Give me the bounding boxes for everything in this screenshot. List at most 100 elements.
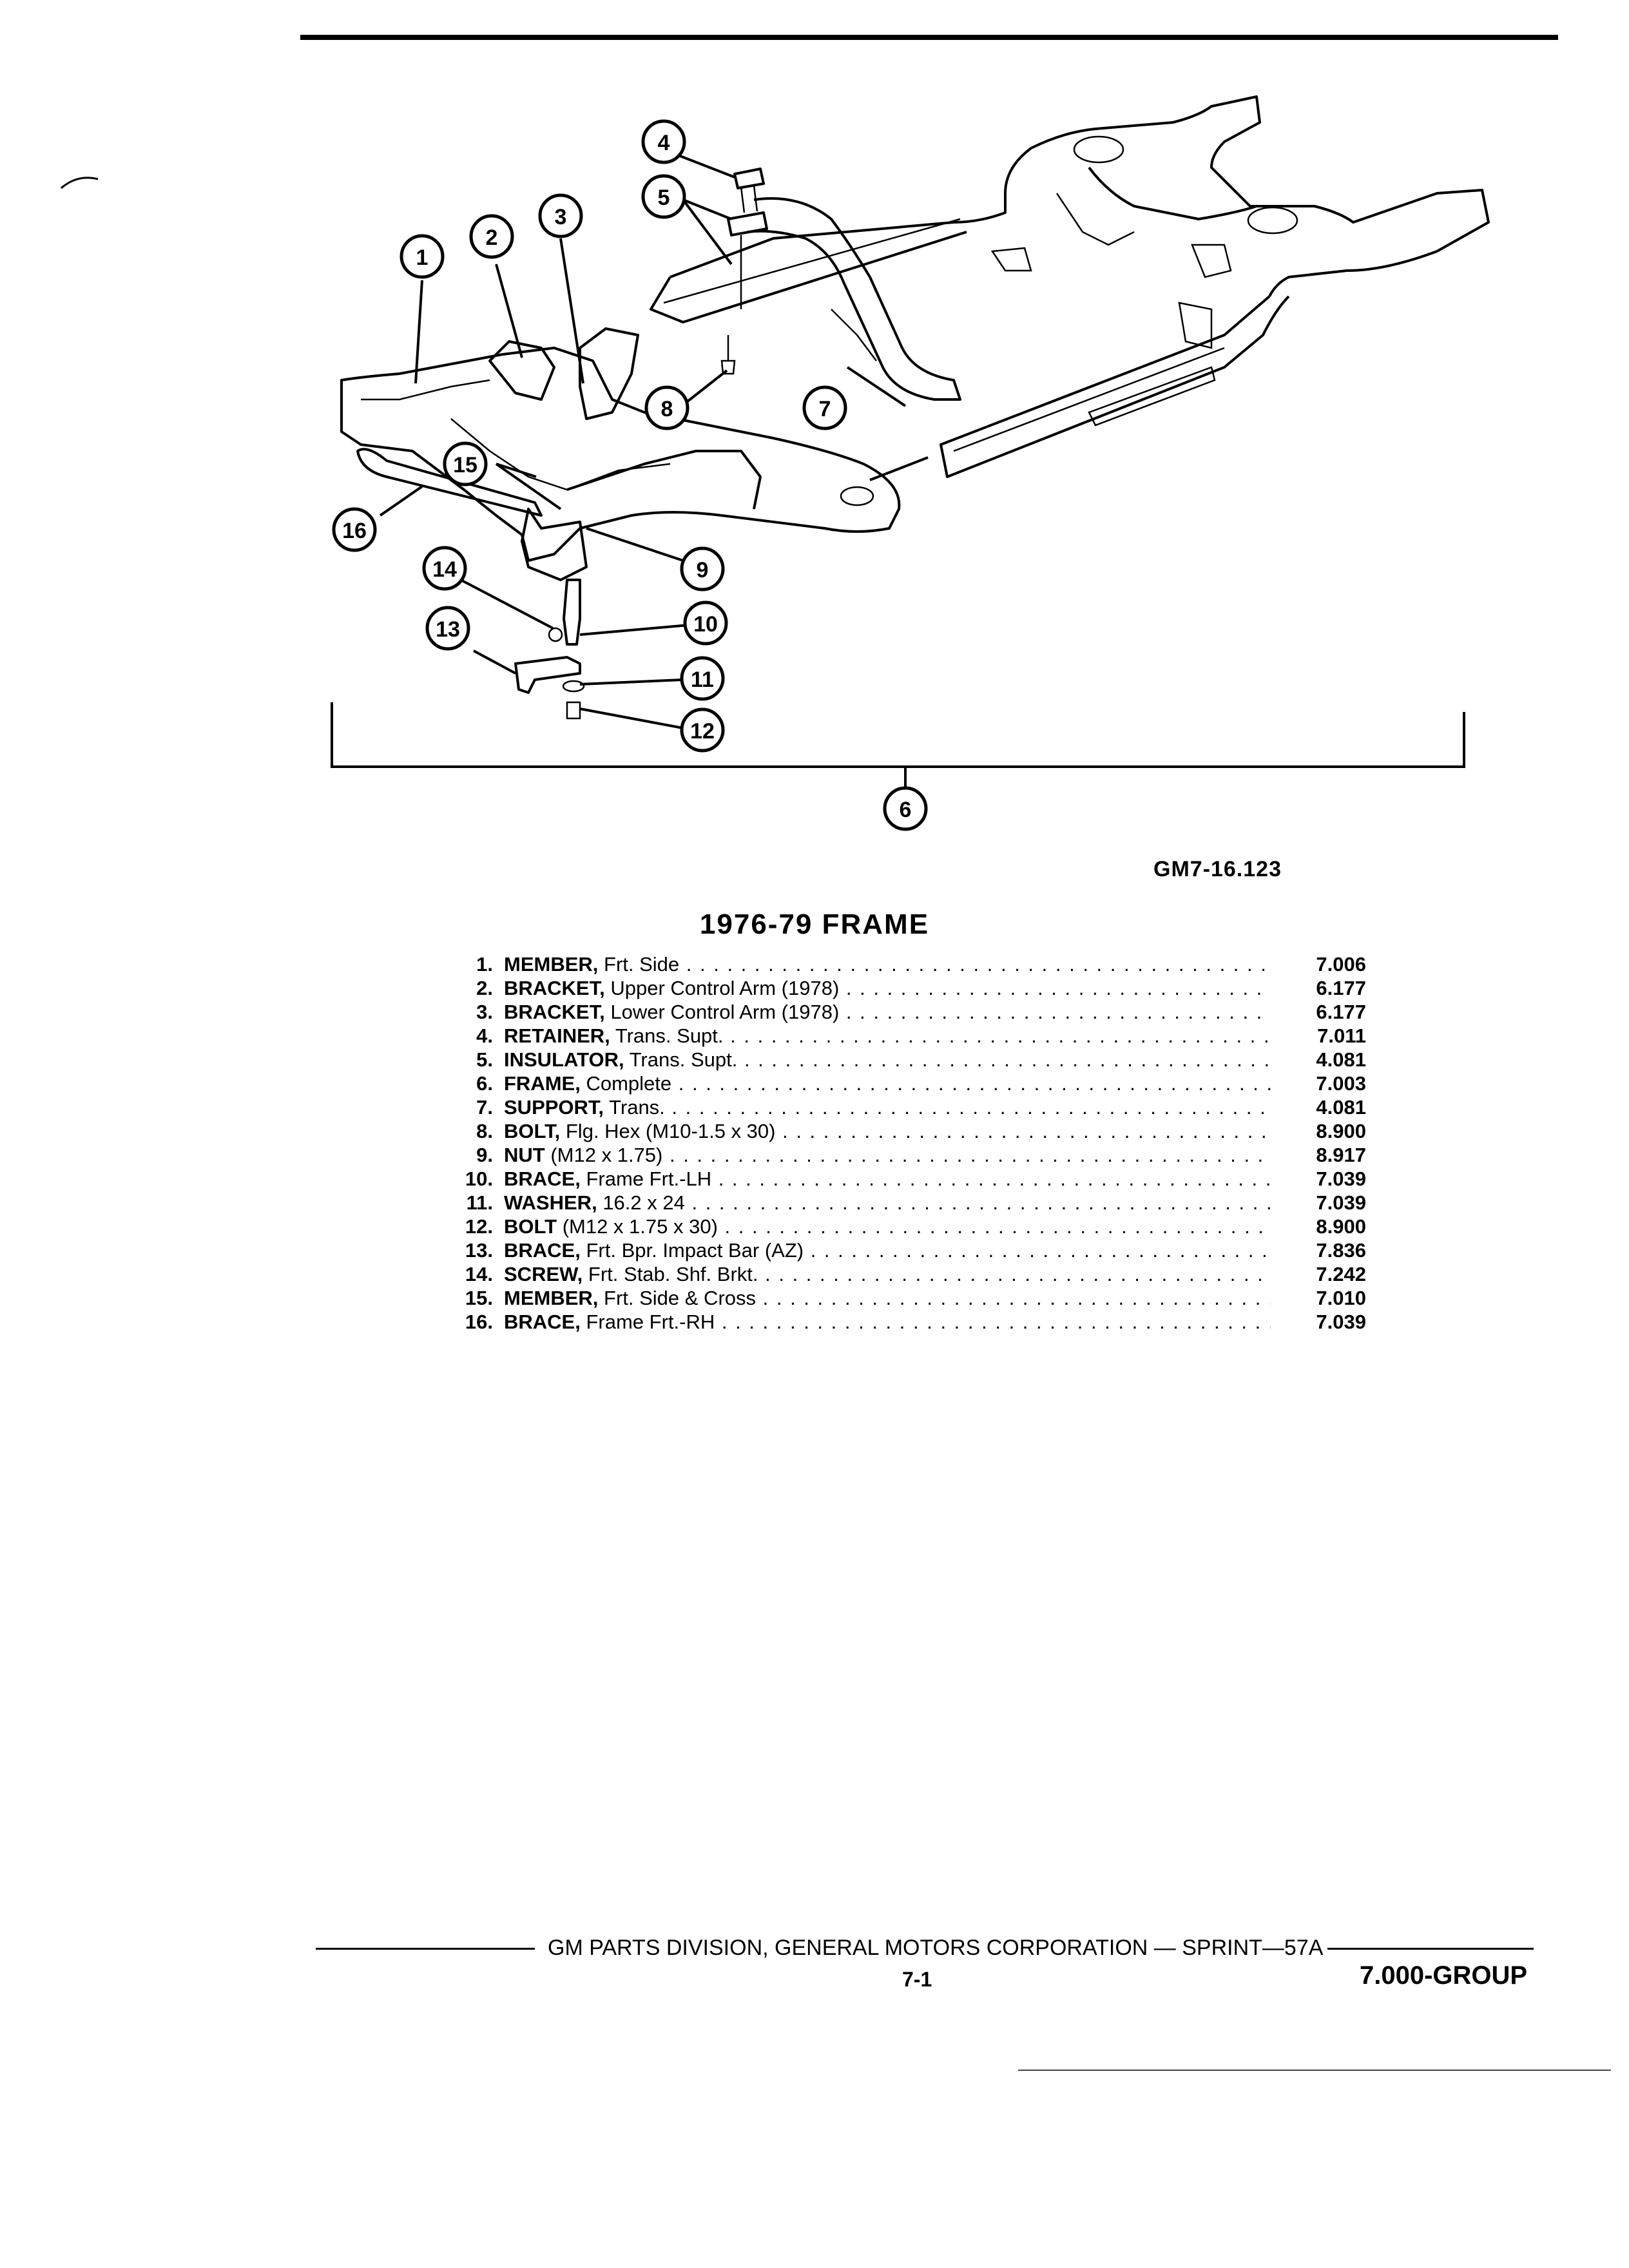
part-number: 3. (476, 1001, 493, 1023)
part-name: FRAME, (504, 1072, 581, 1095)
part-group-number: 8.900 (1316, 1215, 1366, 1238)
part-detail: 16.2 x 24 (602, 1191, 685, 1214)
part-detail: (M12 x 1.75 x 30) (562, 1215, 718, 1238)
part-number: 12. (465, 1215, 493, 1238)
part-row: 4.RETAINER, Trans. Supt.7.011 (445, 1024, 1405, 1048)
bumper-impact-bar-brace (514, 656, 581, 694)
part-number: 13. (465, 1239, 493, 1262)
part-description: MEMBER, Frt. Side & Cross (504, 1286, 1271, 1310)
callout-3: 3 (538, 193, 583, 238)
brace-bolt (566, 701, 581, 720)
part-row: 15.MEMBER, Frt. Side & Cross7.010 (445, 1286, 1405, 1310)
top-rule (300, 35, 1558, 40)
part-row: 3.BRACKET, Lower Control Arm (1978)6.177 (445, 1000, 1405, 1024)
part-description: MEMBER, Frt. Side (504, 952, 1271, 976)
callout-7: 7 (802, 385, 847, 430)
part-description: BOLT, Flg. Hex (M10-1.5 x 30) (504, 1119, 1271, 1143)
callout-9: 9 (680, 546, 725, 591)
frame-rear-lower-rail (1088, 166, 1257, 220)
part-detail: Trans. (609, 1096, 665, 1119)
front-cross-member (566, 450, 762, 510)
trans-support-insulator (727, 168, 768, 236)
parts-list: 1. MEMBER, Frt. Side 7.006 2. BRACKET, Upper… (445, 952, 1405, 1334)
part-number: 10. (465, 1168, 493, 1190)
part-group-number: 7.242 (1316, 1263, 1366, 1285)
part-group-number: 6.177 (1316, 977, 1366, 999)
part-row: 14. SCREW, Frt. Stab. Shf. Brkt. 7.242 (445, 1262, 1405, 1286)
part-name: BOLT (504, 1215, 557, 1238)
callout-11: 11 (680, 656, 725, 701)
part-number: 14. (465, 1263, 493, 1285)
front-side-member (340, 347, 901, 562)
part-row: 13.BRACE, Frt. Bpr. Impact Bar (AZ)7.836 (445, 1238, 1405, 1262)
part-detail: Upper Control Arm (1978) (610, 977, 840, 999)
part-group-number: 7.003 (1316, 1072, 1366, 1095)
part-row: 10.BRACE, Frame Frt.-LH7.039 (445, 1167, 1405, 1191)
part-name: INSULATOR, (504, 1048, 624, 1071)
part-row: 12. BOLT (M12 x 1.75 x 30) 8.900 (445, 1215, 1405, 1238)
frame-drawing (340, 95, 1490, 720)
part-row: 2. BRACKET, Upper Control Arm (1978) 6.177 (445, 976, 1405, 1000)
part-description: FRAME, Complete (504, 1072, 1271, 1095)
part-group-number: 4.081 (1316, 1096, 1366, 1119)
svg-text:11: 11 (691, 668, 714, 692)
part-description: BRACKET, Upper Control Arm (1978) (504, 976, 1271, 1000)
part-detail: Flg. Hex (M10-1.5 x 30) (565, 1120, 776, 1142)
page-number: 7-1 (902, 1968, 932, 1991)
footer-rule-right (1327, 1948, 1534, 1950)
part-group-number: 7.006 (1316, 953, 1366, 975)
part-description: BRACE, Frame Frt.-LH (504, 1167, 1271, 1191)
part-description: BRACE, Frame Frt.-RH (504, 1310, 1271, 1334)
part-description: SCREW, Frt. Stab. Shf. Brkt. (504, 1262, 1271, 1286)
part-row: 5.INSULATOR, Trans. Supt.4.081 (445, 1048, 1405, 1072)
part-name: BOLT, (504, 1120, 561, 1142)
part-name: WASHER, (504, 1191, 597, 1214)
svg-text:3: 3 (555, 205, 567, 229)
part-row: 6. FRAME, Complete 7.003 (445, 1072, 1405, 1095)
part-name: MEMBER, (504, 1287, 599, 1309)
part-detail: Frame Frt.-LH (586, 1168, 712, 1190)
part-name: BRACE, (504, 1239, 581, 1262)
part-description: BRACKET, Lower Control Arm (1978) (504, 1000, 1271, 1024)
front-brace-rh (356, 448, 543, 517)
part-row: 16.BRACE, Frame Frt.-RH7.039 (445, 1310, 1405, 1334)
upper-control-arm-bracket (488, 340, 555, 401)
svg-text:14: 14 (432, 557, 457, 582)
part-row: 9.NUT (M12 x 1.75)8.917 (445, 1143, 1405, 1167)
part-name: RETAINER, (504, 1024, 610, 1047)
part-detail: Frt. Side (604, 953, 680, 975)
part-number: 5. (476, 1048, 493, 1071)
part-detail: Frame Frt.-RH (586, 1311, 715, 1333)
front-frame-horn (521, 508, 588, 581)
svg-text:9: 9 (697, 558, 709, 582)
group-label: 7.000-GROUP (1360, 1961, 1528, 1990)
footer-rule-left (316, 1948, 535, 1950)
part-detail: Frt. Stab. Shf. Brkt. (588, 1263, 758, 1285)
svg-text:13: 13 (436, 617, 460, 642)
front-brace-lh (563, 579, 581, 646)
part-row: 7.SUPPORT, Trans.4.081 (445, 1095, 1405, 1119)
callout-14: 14 (422, 546, 467, 591)
part-name: NUT (504, 1144, 545, 1166)
page-title: 1976-79 FRAME (699, 908, 930, 940)
part-number: 6. (476, 1072, 493, 1095)
part-number: 1. (476, 953, 493, 975)
part-name: BRACKET, (504, 977, 605, 999)
rear-spring-seat-right (1247, 206, 1298, 235)
part-detail: Trans. Supt. (629, 1048, 738, 1071)
part-number: 2. (476, 977, 493, 999)
callout-15: 15 (443, 441, 488, 486)
svg-text:4: 4 (658, 131, 670, 155)
trans-support (747, 197, 961, 401)
lower-control-arm-bracket (579, 327, 639, 420)
part-number: 15. (465, 1287, 493, 1309)
part-detail: Complete (586, 1072, 672, 1095)
svg-text:5: 5 (658, 186, 670, 210)
part-number: 11. (466, 1191, 493, 1214)
callout-5: 5 (641, 174, 686, 219)
part-group-number: 7.039 (1316, 1311, 1366, 1333)
part-number: 9. (476, 1144, 493, 1166)
frame-complete-bracket (331, 702, 1465, 768)
callout-12: 12 (680, 707, 725, 753)
callout-10: 10 (683, 601, 728, 646)
